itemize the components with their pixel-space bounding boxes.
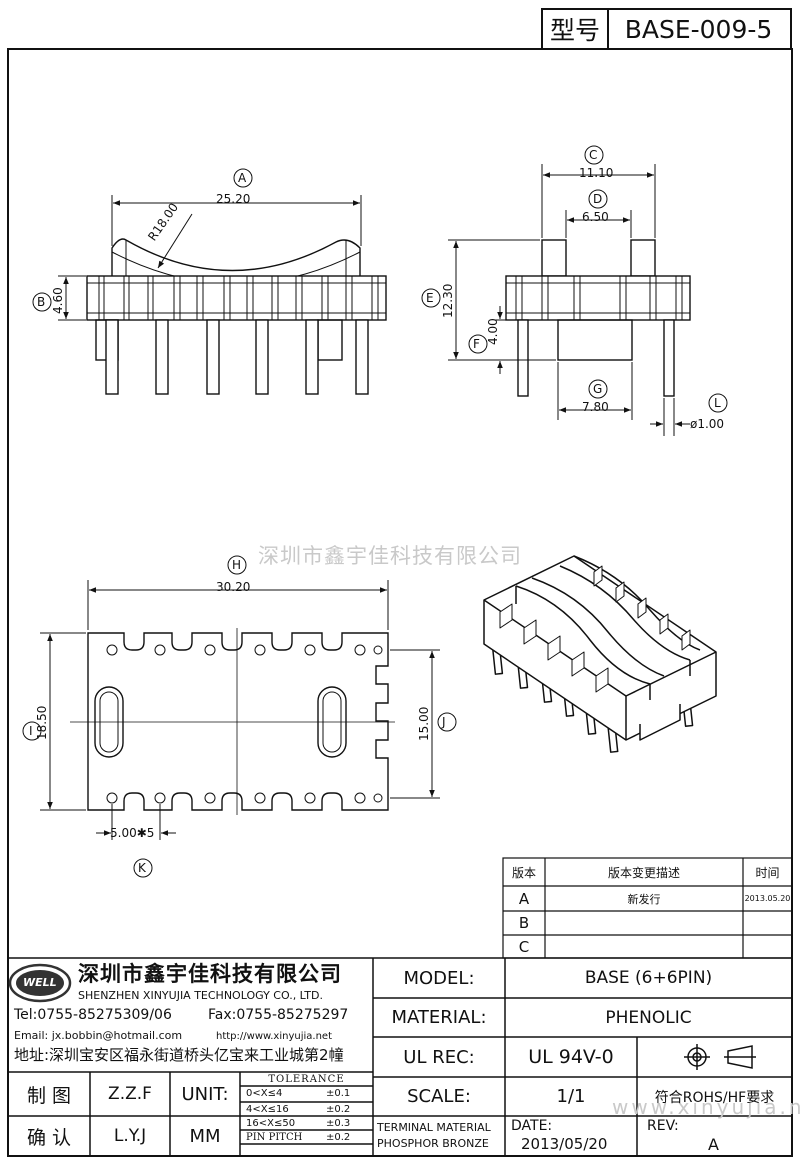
dim-k-letter: K — [138, 861, 146, 875]
front-dimensions — [32, 168, 362, 321]
model-field-value: BASE (6+6PIN) — [584, 968, 713, 988]
date-value: 2013/05/20 — [521, 1135, 608, 1153]
model-code: BASE-009-5 — [624, 14, 773, 44]
dim-f-letter: F — [473, 337, 480, 351]
company-fax: Fax:0755-85275297 — [208, 1007, 349, 1023]
scale-value: 1/1 — [556, 1086, 586, 1107]
dim-i-letter: I — [29, 724, 33, 738]
dim-h-value: 30.20 — [216, 580, 251, 594]
dim-d-value: 6.50 — [582, 210, 609, 224]
rev-label: REV: — [647, 1118, 679, 1134]
url-watermark: www.xinyujia.net — [612, 1095, 800, 1119]
company-name-en: SHENZHEN XINYUJIA TECHNOLOGY CO., LTD. — [78, 989, 323, 1002]
unit-value: MM — [189, 1125, 221, 1147]
scale-label: SCALE: — [407, 1086, 471, 1107]
dim-l-letter: L — [714, 396, 721, 410]
company-address: 地址:深圳宝安区福永街道桥头亿宝来工业城第2幢 — [14, 1046, 344, 1064]
dim-l-value: ø1.00 — [690, 417, 725, 431]
sheet-border — [7, 48, 793, 1157]
bottom-dimensions — [22, 555, 457, 878]
drawn-by-label: 制 图 — [26, 1084, 72, 1107]
tolerance-range-3: 16<X≤50 — [246, 1118, 296, 1129]
checked-by-label: 确 认 — [26, 1126, 72, 1149]
dim-g-value: 7.80 — [582, 400, 609, 414]
rev-row-a-version: A — [518, 889, 530, 908]
rev-header-description: 版本变更描述 — [607, 865, 680, 880]
dim-d-letter: D — [593, 192, 603, 206]
dim-b-value: 4.60 — [51, 287, 65, 314]
logo-text: WELL — [23, 976, 57, 989]
material-label: MATERIAL: — [391, 1007, 487, 1028]
tolerance-title: TOLERANCE — [268, 1073, 345, 1085]
title-block-grid — [8, 957, 792, 1156]
revision-table — [502, 857, 793, 959]
dim-f-value: 4.00 — [486, 318, 500, 345]
dim-b-letter: B — [37, 295, 46, 309]
rev-row-c-version: C — [518, 937, 530, 956]
side-dimensions — [421, 145, 728, 436]
projection-symbol — [684, 1044, 756, 1070]
date-label: DATE: — [511, 1118, 553, 1134]
rev-row-a-description: 新发行 — [627, 892, 661, 906]
company-website: http://www.xinyujia.net — [216, 1031, 332, 1042]
rev-value: A — [708, 1135, 719, 1154]
tolerance-value-2: ±0.2 — [326, 1104, 351, 1115]
rev-header-date: 时间 — [755, 865, 780, 880]
company-email: Email: jx.bobbin@hotmail.com — [14, 1029, 183, 1042]
dim-i-value: 18.50 — [35, 705, 49, 740]
tolerance-value-3: ±0.3 — [326, 1118, 351, 1129]
tolerance-range-2: 4<X≤16 — [246, 1104, 289, 1115]
tolerance-value-1: ±0.1 — [326, 1088, 351, 1099]
dim-a-value: 25.20 — [216, 192, 251, 206]
dim-a-letter: A — [238, 171, 247, 185]
dim-c-letter: C — [589, 148, 598, 162]
dim-e-letter: E — [426, 291, 434, 305]
isometric-view — [483, 555, 717, 753]
material-value: PHENOLIC — [605, 1007, 692, 1028]
terminal-material-label: TERMINAL MATERIAL — [377, 1121, 491, 1134]
bottom-view — [70, 628, 395, 815]
dim-c-value: 11.10 — [579, 166, 614, 180]
company-name-cn: 深圳市鑫宇佳科技有限公司 — [78, 962, 342, 986]
unit-label: UNIT: — [181, 1083, 229, 1105]
rev-header-version: 版本 — [511, 865, 536, 880]
ul-rec-value: UL 94V-0 — [528, 1046, 614, 1068]
rohs-compliance: 符合ROHS/HF要求 — [654, 1089, 775, 1106]
ul-rec-label: UL REC: — [403, 1046, 475, 1068]
dim-e-value: 12.30 — [441, 283, 455, 318]
dim-h-letter: H — [232, 558, 242, 572]
terminal-material-value: PHOSPHOR BRONZE — [377, 1137, 489, 1150]
company-tel: Tel:0755-85275309/06 — [14, 1007, 172, 1023]
company-logo — [8, 963, 72, 1003]
checked-by-value: L.Y.J — [113, 1126, 147, 1146]
front-view — [86, 238, 387, 395]
tolerance-range-4: PIN PITCH — [246, 1132, 303, 1143]
rev-row-a-date: 2013.05.20 — [744, 894, 791, 903]
dim-j-value: 15.00 — [417, 706, 431, 741]
model-label: 型号 — [549, 16, 600, 45]
company-watermark: 深圳市鑫宇佳科技有限公司 — [258, 544, 522, 568]
side-view — [505, 239, 691, 397]
drawn-by-value: Z.Z.F — [108, 1084, 152, 1104]
dim-k-value: 5.00✱5 — [110, 826, 155, 840]
model-field-label: MODEL: — [403, 967, 475, 989]
dim-j-letter: J — [442, 715, 446, 729]
tolerance-value-4: ±0.2 — [326, 1132, 351, 1143]
rev-row-b-version: B — [518, 914, 530, 932]
dim-g-letter: G — [593, 382, 603, 396]
tolerance-range-1: 0<X≤4 — [246, 1088, 283, 1099]
